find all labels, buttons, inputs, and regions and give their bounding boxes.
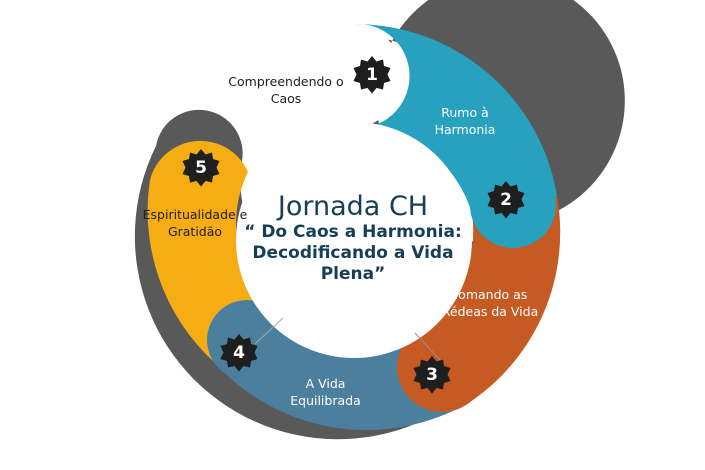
starburst-icon [487,181,525,219]
starburst-icon [413,356,451,394]
step-3-label: Tomando as Rédeas da Vida [441,287,539,319]
starburst-icon [353,56,391,94]
step-2-number: 2 [500,190,512,210]
step-3-number: 3 [426,365,438,385]
divider-line-4-5 [254,317,284,345]
step-5-badge: 5 [181,148,221,188]
starburst-icon [220,334,258,372]
step-4-badge: 4 [219,333,259,373]
center-circle [236,122,472,358]
step-5-label: Espiritualidade e Gratidão [142,207,248,239]
starburst-icon [182,149,220,187]
divider-line-3-4 [414,332,441,361]
step-3-badge: 3 [412,355,452,395]
step-5-number: 5 [195,158,207,178]
step-1-badge: 1 [352,55,392,95]
step-4-number: 4 [233,343,245,363]
step-4-label: A Vida Equilibrada [290,376,361,408]
step-2-label: Rumo à Harmonia [434,105,496,137]
diagram-subtitle: “ Do Caos a Harmonia: Decodificando a Vi… [244,222,462,284]
step-2-badge: 2 [486,180,526,220]
diagram-title: Jornada CH [277,191,429,222]
segment-1-notch [299,24,403,128]
step-1-number: 1 [366,65,378,85]
step-1-label: Compreendendo o Caos [228,74,344,106]
